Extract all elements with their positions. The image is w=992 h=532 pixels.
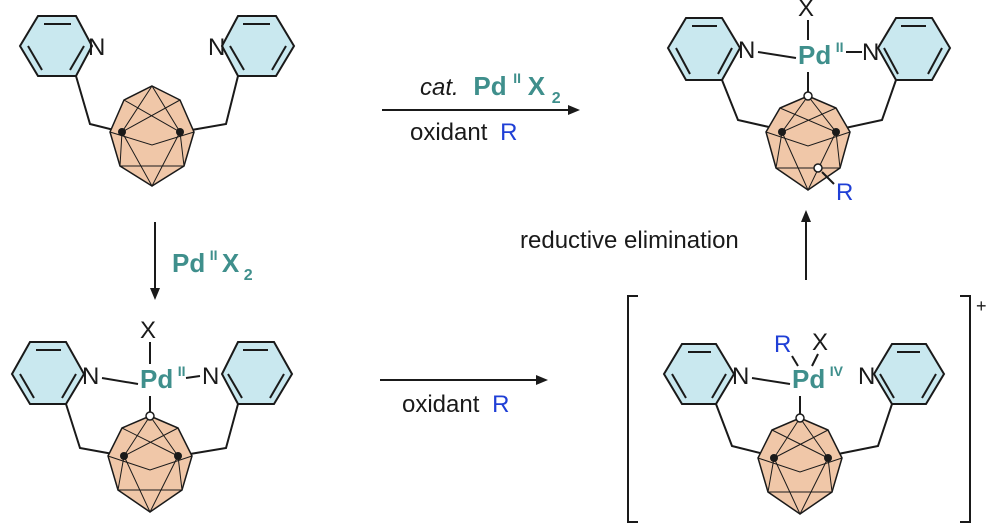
subscript-label: 2: [244, 267, 253, 284]
halide-label: X: [222, 248, 240, 278]
substituent-R-label: R: [774, 331, 791, 358]
pyridine-ring-left: [666, 17, 742, 81]
halide-label: X: [528, 71, 546, 101]
boron-vertex-functionalized: [813, 163, 823, 173]
svg-text:cat. Pd II X: cat. Pd II X 2: [420, 62, 561, 107]
pyridine-ring-right: [220, 341, 294, 405]
right-bracket: [960, 295, 971, 523]
carborane-cage: [107, 411, 193, 514]
pyridine-ring-right: [872, 343, 946, 405]
reductive-elimination-label: reductive elimination: [520, 227, 739, 254]
oxidation-state-label: II: [178, 363, 186, 379]
palladium-label: Pd: [792, 364, 825, 394]
carbon-vertex: [176, 128, 184, 136]
carbon-vertex: [824, 454, 832, 462]
carbon-vertex: [118, 128, 126, 136]
svg-text:Pd II: Pd II: [798, 39, 843, 70]
ligand-structure: N N: [18, 15, 296, 188]
palladium-label: Pd: [473, 71, 506, 101]
oxidation-state-label: II: [210, 247, 218, 263]
left-bracket: [627, 295, 638, 523]
positive-charge-label: +: [976, 296, 987, 316]
nitrogen-label: N: [208, 34, 225, 61]
carbon-vertex: [832, 128, 840, 136]
pyridine-ring-right: N: [208, 15, 296, 77]
palladium-label: Pd: [798, 40, 831, 70]
nitrogen-label: N: [88, 34, 105, 61]
svg-text:Pd IV: Pd IV: [792, 363, 844, 394]
svg-text:oxidant R: oxidant R: [410, 119, 517, 146]
carbon-vertex: [770, 454, 778, 462]
nitrogen-label: N: [858, 363, 875, 390]
svg-text:oxidant R: oxidant R: [402, 391, 509, 418]
carbon-vertex: [120, 452, 128, 460]
palladium-label: Pd: [140, 364, 173, 394]
arrow-bottom-oxidation: oxidant R: [380, 375, 548, 418]
palladium-label: Pd: [172, 248, 205, 278]
methylene-linker-right: [179, 75, 239, 133]
boron-vertex-metalated: [145, 411, 155, 421]
catalytic-label: cat.: [420, 74, 459, 101]
substituent-R-label: R: [836, 179, 853, 206]
oxidation-state-label: II: [513, 70, 521, 86]
carborane-cage: [109, 85, 195, 188]
carbon-vertex: [778, 128, 786, 136]
oxidation-state-label: IV: [830, 363, 844, 379]
nitrogen-label: N: [738, 37, 755, 64]
pd-ii-complex-structure: N Pd II X N: [10, 317, 294, 514]
halide-label: X: [798, 0, 814, 22]
pyridine-ring-left: [10, 341, 86, 405]
pyridine-ring-left: [662, 343, 736, 405]
nitrogen-label: N: [862, 39, 879, 66]
pyridine-ring-right: [876, 17, 952, 81]
pd-iv-cation-structure: + N Pd IV R X N: [627, 295, 987, 523]
reagent-R-label: R: [500, 119, 517, 146]
subscript-label: 2: [552, 90, 561, 107]
pyridine-ring-left: N: [18, 15, 105, 77]
oxidation-state-label: II: [836, 39, 844, 55]
boron-vertex-metalated: [795, 413, 805, 423]
halide-label: X: [140, 317, 156, 344]
arrow-top-catalytic: cat. Pd II X 2 oxidant R: [382, 62, 580, 146]
reagent-R-label: R: [492, 391, 509, 418]
oxidant-label: oxidant: [410, 119, 488, 146]
carborane-cage: [765, 91, 851, 192]
svg-text:Pd II: Pd II: [140, 363, 185, 394]
nitrogen-label: N: [82, 363, 99, 390]
nitrogen-label: N: [202, 363, 219, 390]
arrow-left-down: Pd II X 2: [150, 222, 253, 300]
carborane-cage: [757, 413, 843, 516]
carbon-vertex: [174, 452, 182, 460]
oxidant-label: oxidant: [402, 391, 480, 418]
boron-vertex-metalated: [803, 91, 813, 101]
halide-label: X: [812, 329, 828, 356]
nitrogen-label: N: [732, 363, 749, 390]
svg-text:Pd II X 2: Pd II X 2: [172, 247, 253, 284]
product-structure: N Pd II X N R: [666, 0, 952, 206]
arrow-right-up: reductive elimination: [520, 210, 811, 280]
